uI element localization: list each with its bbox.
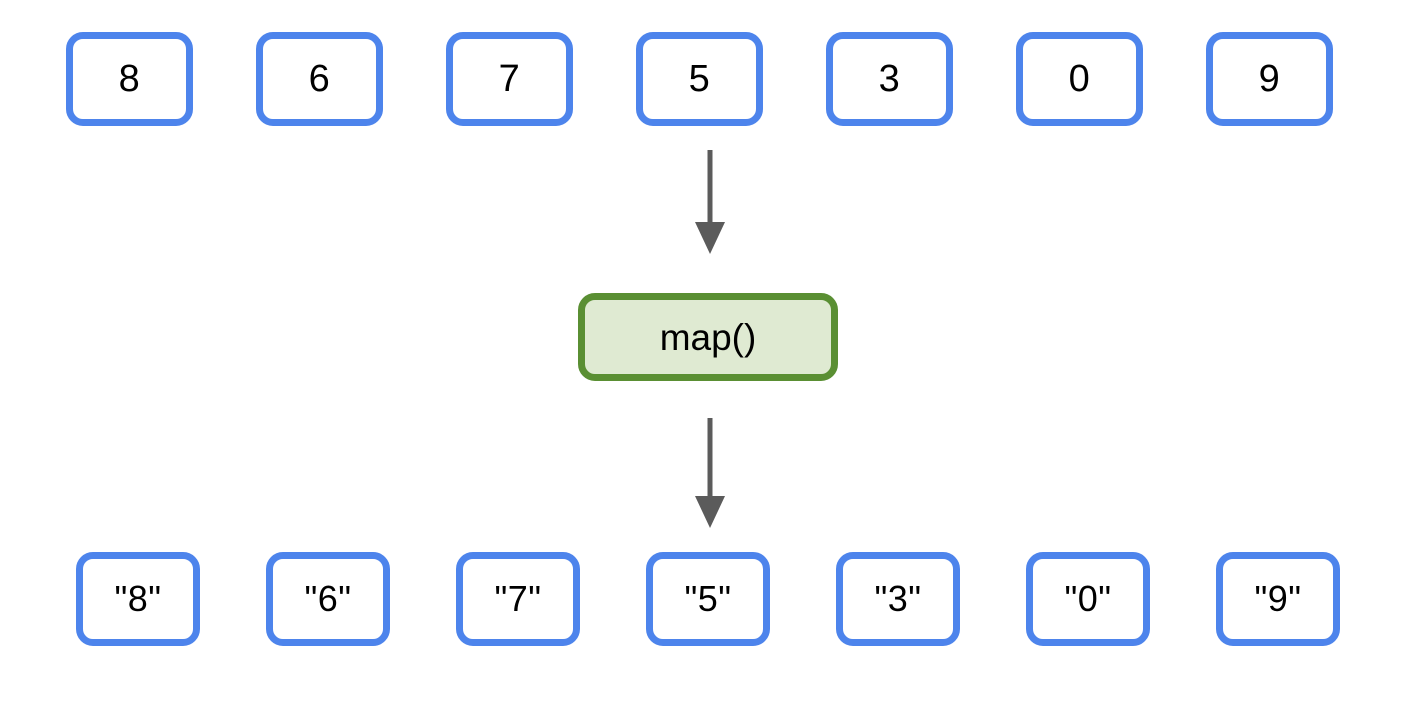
input-node-label: 8: [118, 58, 141, 100]
input-node-label: 9: [1258, 58, 1281, 100]
input-node: 6: [256, 32, 383, 126]
output-node: "8": [76, 552, 200, 646]
output-node-label: "9": [1254, 578, 1302, 619]
output-node-label: "7": [494, 578, 542, 619]
input-node-label: 6: [308, 58, 331, 100]
arrow-input-to-map: [695, 150, 725, 254]
map-operation-label: map(): [659, 316, 757, 358]
output-node-label: "8": [114, 578, 162, 619]
output-node: "6": [266, 552, 390, 646]
output-node: "9": [1216, 552, 1340, 646]
output-node-label: "6": [304, 578, 352, 619]
input-node-label: 0: [1068, 58, 1091, 100]
input-node: 9: [1206, 32, 1333, 126]
output-node-label: "0": [1064, 578, 1112, 619]
output-node-label: "5": [684, 578, 732, 619]
input-node: 7: [446, 32, 573, 126]
input-node-label: 7: [498, 58, 521, 100]
input-node: 5: [636, 32, 763, 126]
input-node: 3: [826, 32, 953, 126]
output-node: "0": [1026, 552, 1150, 646]
output-node-label: "3": [874, 578, 922, 619]
arrow-map-to-output: [695, 418, 725, 528]
map-operation-node: map(): [578, 293, 838, 381]
input-node: 0: [1016, 32, 1143, 126]
output-node: "5": [646, 552, 770, 646]
output-node: "3": [836, 552, 960, 646]
input-node-label: 5: [688, 58, 711, 100]
output-node: "7": [456, 552, 580, 646]
input-node-label: 3: [878, 58, 901, 100]
input-node: 8: [66, 32, 193, 126]
